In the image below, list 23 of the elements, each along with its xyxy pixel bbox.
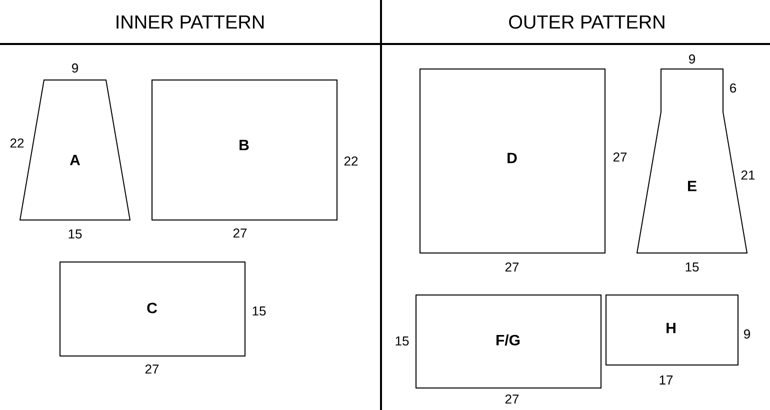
pattern-piece: H — [606, 294, 738, 366]
pattern-piece: D — [420, 68, 606, 254]
dimension-label: 15 — [686, 262, 699, 272]
dimension-label: 15 — [396, 336, 409, 346]
pattern-piece: C — [60, 262, 246, 356]
dimension-label: 9 — [72, 63, 78, 73]
dimension-label: 27 — [505, 394, 519, 404]
dimension-label: 22 — [344, 156, 358, 166]
dimension-label: 15 — [252, 306, 266, 316]
dimension-label: 17 — [660, 376, 673, 384]
dimension-label: 27 — [505, 262, 519, 272]
dimension-label: 6 — [730, 83, 736, 93]
dimension-label: 21 — [741, 170, 755, 180]
dimension-label: 9 — [689, 54, 696, 64]
pattern-piece: F/G — [416, 294, 602, 388]
column-heading: INNER PATTERN — [116, 15, 264, 29]
pattern-piece: B — [152, 80, 338, 220]
dimension-label: 9 — [744, 329, 750, 339]
dimension-label: 27 — [233, 228, 247, 238]
dimension-label: 15 — [68, 229, 82, 239]
dimension-label: 27 — [613, 152, 627, 162]
dimension-label: 27 — [145, 364, 159, 374]
column-heading: OUTER PATTERN — [509, 15, 664, 29]
